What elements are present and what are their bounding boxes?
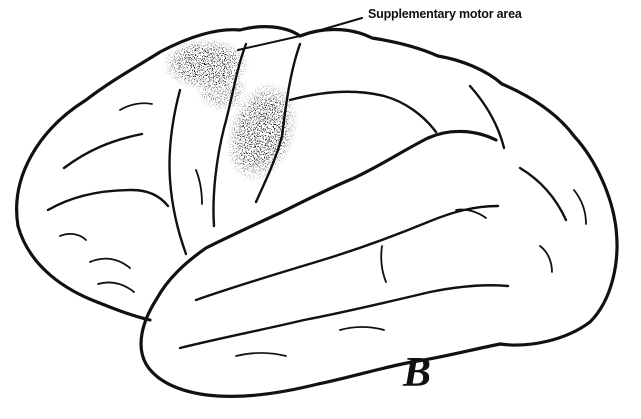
hemisphere-outline — [17, 27, 617, 345]
lateral-occipital-sulcus — [520, 168, 566, 220]
precentral-sulcus — [169, 90, 186, 254]
superior-frontal-sulcus — [64, 134, 142, 168]
parieto-occipital-sulcus — [470, 86, 504, 148]
intraparietal-sulcus — [290, 92, 436, 132]
superior-temporal-sulcus — [196, 206, 498, 300]
panel-letter: B — [403, 352, 431, 394]
inferior-frontal-sulcus — [48, 190, 168, 210]
supplementary-motor-area-stipple — [162, 38, 310, 192]
callout-label: Supplementary motor area — [368, 7, 522, 21]
frontal-base-outline — [18, 226, 150, 320]
frontal-operculum-sulci — [90, 259, 134, 292]
temporal-lobe-outline — [141, 131, 500, 396]
inferior-temporal-sulcus — [180, 285, 508, 348]
